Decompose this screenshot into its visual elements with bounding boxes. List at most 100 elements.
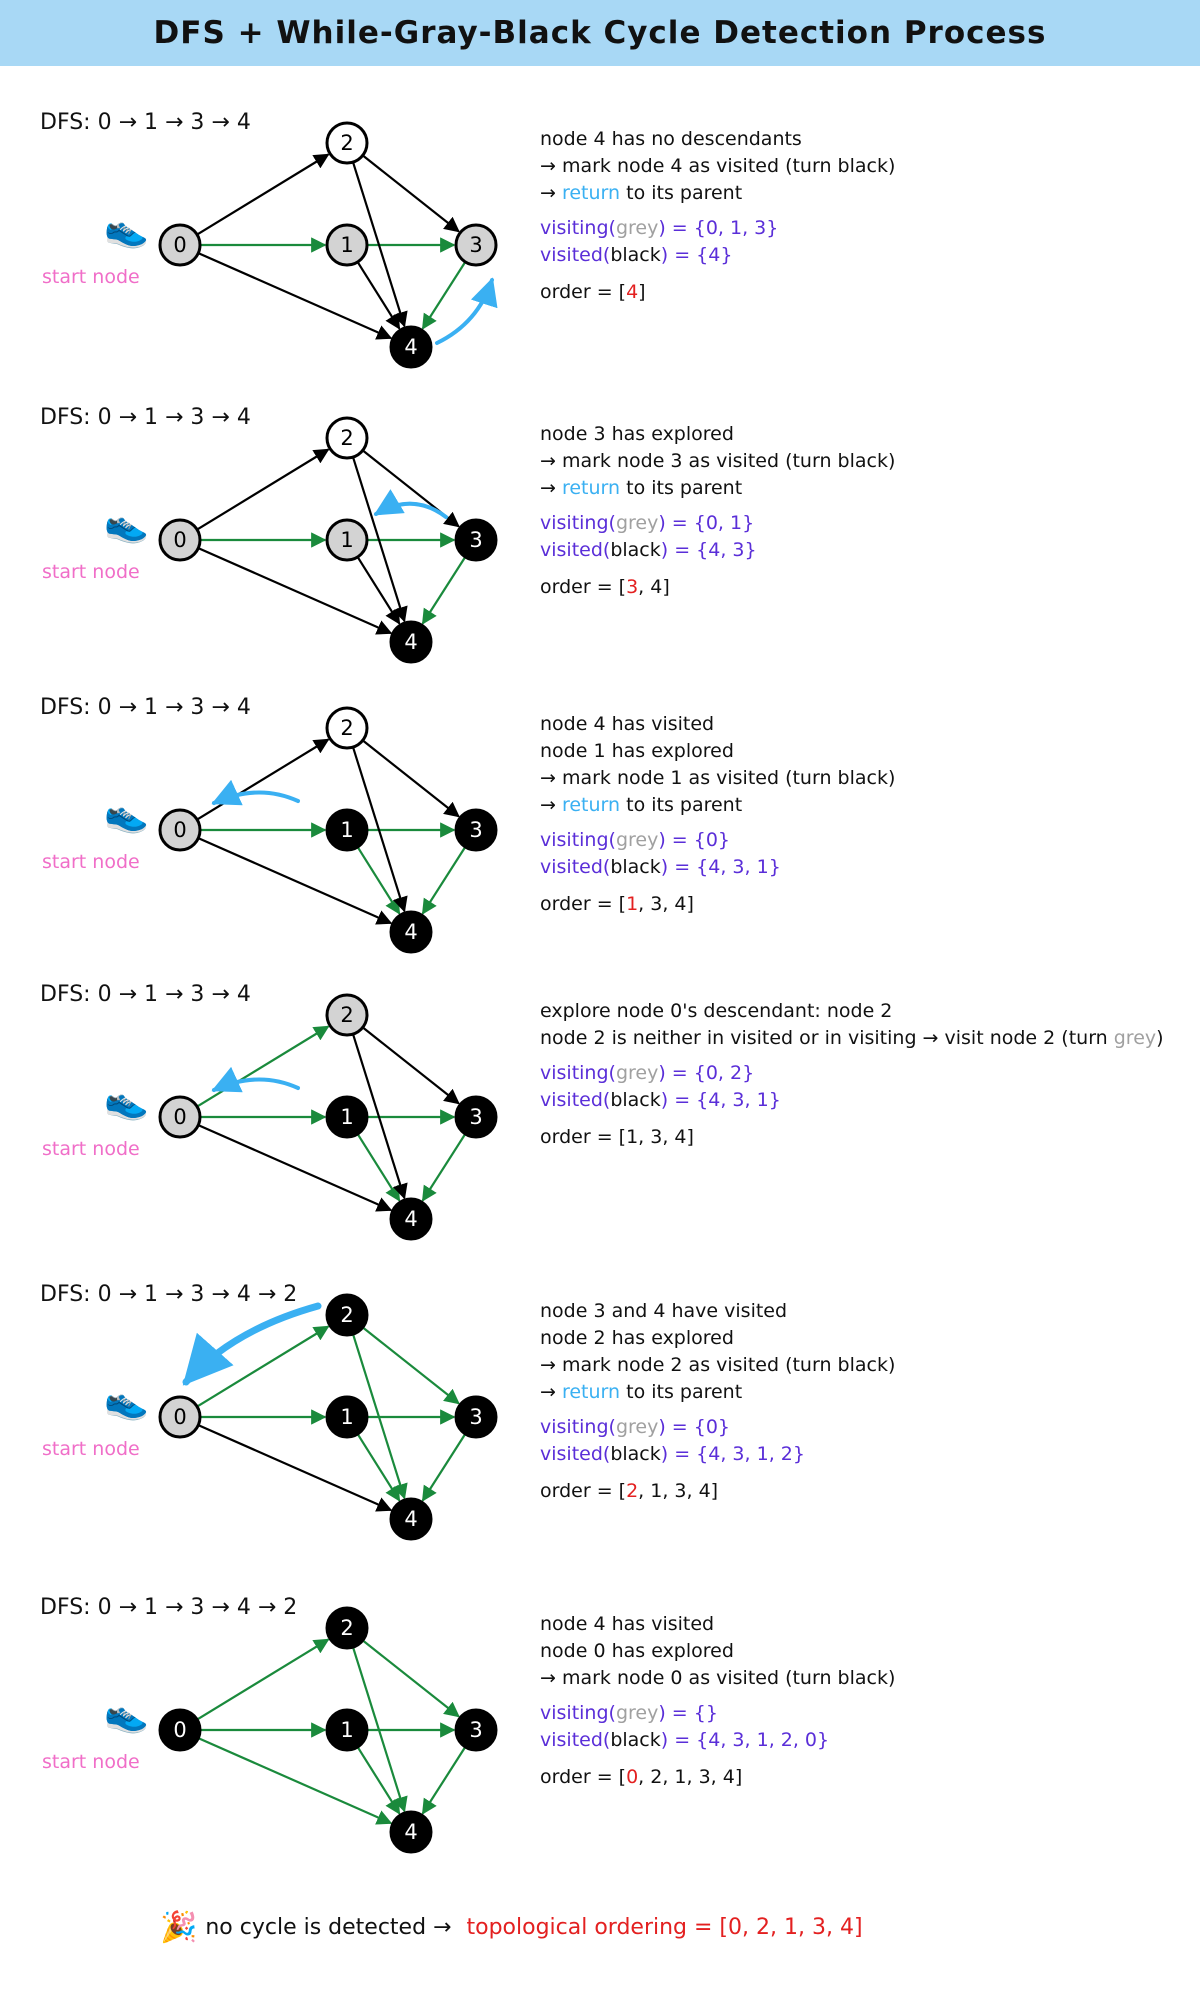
edge-3-to-4 (421, 1746, 467, 1815)
edge-2-to-3 (362, 1026, 460, 1105)
visiting-segment: visiting( (540, 512, 616, 534)
visited-set: visited(black) = {4} (540, 242, 895, 269)
visiting-segment: ) = {0} (658, 1416, 731, 1438)
order-list: order = [1, 3, 4] (540, 891, 895, 918)
explanation-segment: node 4 has no descendants (540, 128, 802, 150)
step-explanation: node 3 has explored→ mark node 3 as visi… (540, 421, 895, 601)
edge-1-to-4 (356, 1746, 401, 1815)
edge-1-to-4 (356, 846, 401, 915)
visiting-segment: visiting( (540, 1416, 616, 1438)
node-0: 0 (158, 223, 202, 267)
explanation-line: node 4 has visited (540, 1611, 895, 1638)
explanation-segment: → (540, 182, 562, 204)
visiting-segment: grey (615, 1416, 659, 1438)
dfs-path: DFS: 0 → 1 → 3 → 4 → 2 (40, 1595, 298, 1620)
page-title: DFS + While-Gray-Black Cycle Detection P… (153, 15, 1047, 51)
return-arrow (182, 1302, 322, 1386)
explanation-segment: → (540, 477, 562, 499)
explanation-segment: to its parent (620, 182, 743, 204)
start-node-label: start node (42, 266, 140, 288)
start-node-label: start node (42, 1138, 140, 1160)
explanation-line: node 0 has explored (540, 1638, 895, 1665)
visited-segment: visited( (540, 539, 611, 561)
explanation-line: node 3 has explored (540, 421, 895, 448)
return-arrow (373, 489, 448, 519)
explanation-segment: node 4 has visited (540, 1613, 715, 1635)
node-label: 3 (469, 818, 482, 842)
visited-segment: visited( (540, 1089, 611, 1111)
return-arrow (211, 1066, 300, 1093)
edge-0-to-2 (196, 1025, 330, 1108)
node-0: 0 (158, 808, 202, 852)
node-label: 1 (340, 528, 353, 552)
node-1: 1 (325, 518, 369, 562)
start-node-label: start node (42, 851, 140, 873)
visiting-set: visiting(grey) = {0, 2} (540, 1060, 1164, 1087)
sneakers-icon: 👟 (104, 794, 149, 835)
explanation-line: → return to its parent (540, 475, 895, 502)
node-2: 2 (325, 1606, 369, 1650)
node-label: 2 (340, 716, 353, 740)
edge-2-to-4 (351, 161, 408, 328)
visited-segment: black (610, 856, 661, 878)
node-3: 3 (454, 808, 498, 852)
visiting-segment: grey (615, 1702, 659, 1724)
explanation-segment: → mark node 1 as visited (turn black) (540, 767, 896, 789)
explanation-line: node 4 has visited (540, 711, 895, 738)
edge-2-to-3 (362, 154, 460, 233)
node-0: 0 (158, 1095, 202, 1139)
dfs-path: DFS: 0 → 1 → 3 → 4 (40, 982, 251, 1007)
node-label: 4 (404, 1507, 417, 1531)
node-0: 0 (158, 518, 202, 562)
visiting-segment: grey (615, 512, 659, 534)
edge-1-to-4 (356, 261, 401, 330)
node-3: 3 (454, 1395, 498, 1439)
edge-3-to-4 (421, 846, 467, 915)
visited-segment: ) = {4, 3, 1} (660, 856, 781, 878)
node-3: 3 (454, 1095, 498, 1139)
node-1: 1 (325, 223, 369, 267)
title-banner: DFS + While-Gray-Black Cycle Detection P… (0, 0, 1200, 66)
node-label: 0 (173, 1405, 186, 1429)
order-segment: , 2, 1, 3, 4] (638, 1766, 743, 1788)
visiting-set: visiting(grey) = {0, 1, 3} (540, 215, 895, 242)
explanation-line: → mark node 0 as visited (turn black) (540, 1665, 895, 1692)
dfs-path: DFS: 0 → 1 → 3 → 4 → 2 (40, 1282, 298, 1307)
sneakers-icon: 👟 (104, 209, 149, 250)
node-label: 0 (173, 1105, 186, 1129)
edge-2-to-4 (351, 1646, 408, 1813)
node-label: 4 (404, 630, 417, 654)
order-segment: , 4] (638, 576, 670, 598)
sneakers-icon: 👟 (104, 1081, 149, 1122)
explanation-segment: to its parent (620, 1381, 743, 1403)
node-0: 0 (158, 1708, 202, 1752)
visited-set: visited(black) = {4, 3, 1} (540, 854, 895, 881)
explanation-segment: → mark node 4 as visited (turn black) (540, 155, 896, 177)
edge-1-to-4 (356, 1433, 401, 1502)
dfs-path: DFS: 0 → 1 → 3 → 4 (40, 405, 251, 430)
explanation-segment: node 1 has explored (540, 740, 734, 762)
node-1: 1 (325, 1095, 369, 1139)
node-1: 1 (325, 1708, 369, 1752)
explanation-segment: → (540, 794, 562, 816)
start-node-label: start node (42, 1438, 140, 1460)
sneakers-icon: 👟 (104, 1694, 149, 1735)
visited-set: visited(black) = {4, 3} (540, 537, 895, 564)
order-segment: , 1, 3, 4] (638, 1480, 719, 1502)
node-label: 1 (340, 818, 353, 842)
node-3: 3 (454, 1708, 498, 1752)
order-list: order = [0, 2, 1, 3, 4] (540, 1764, 895, 1791)
sneakers-icon: 👟 (104, 1381, 149, 1422)
edge-2-to-3 (362, 739, 460, 818)
visiting-set: visiting(grey) = {0} (540, 1414, 895, 1441)
explanation-segment: → mark node 0 as visited (turn black) (540, 1667, 896, 1689)
visited-segment: black (610, 1089, 661, 1111)
explanation-line: explore node 0's descendant: node 2 (540, 998, 1164, 1025)
node-4: 4 (389, 910, 433, 954)
